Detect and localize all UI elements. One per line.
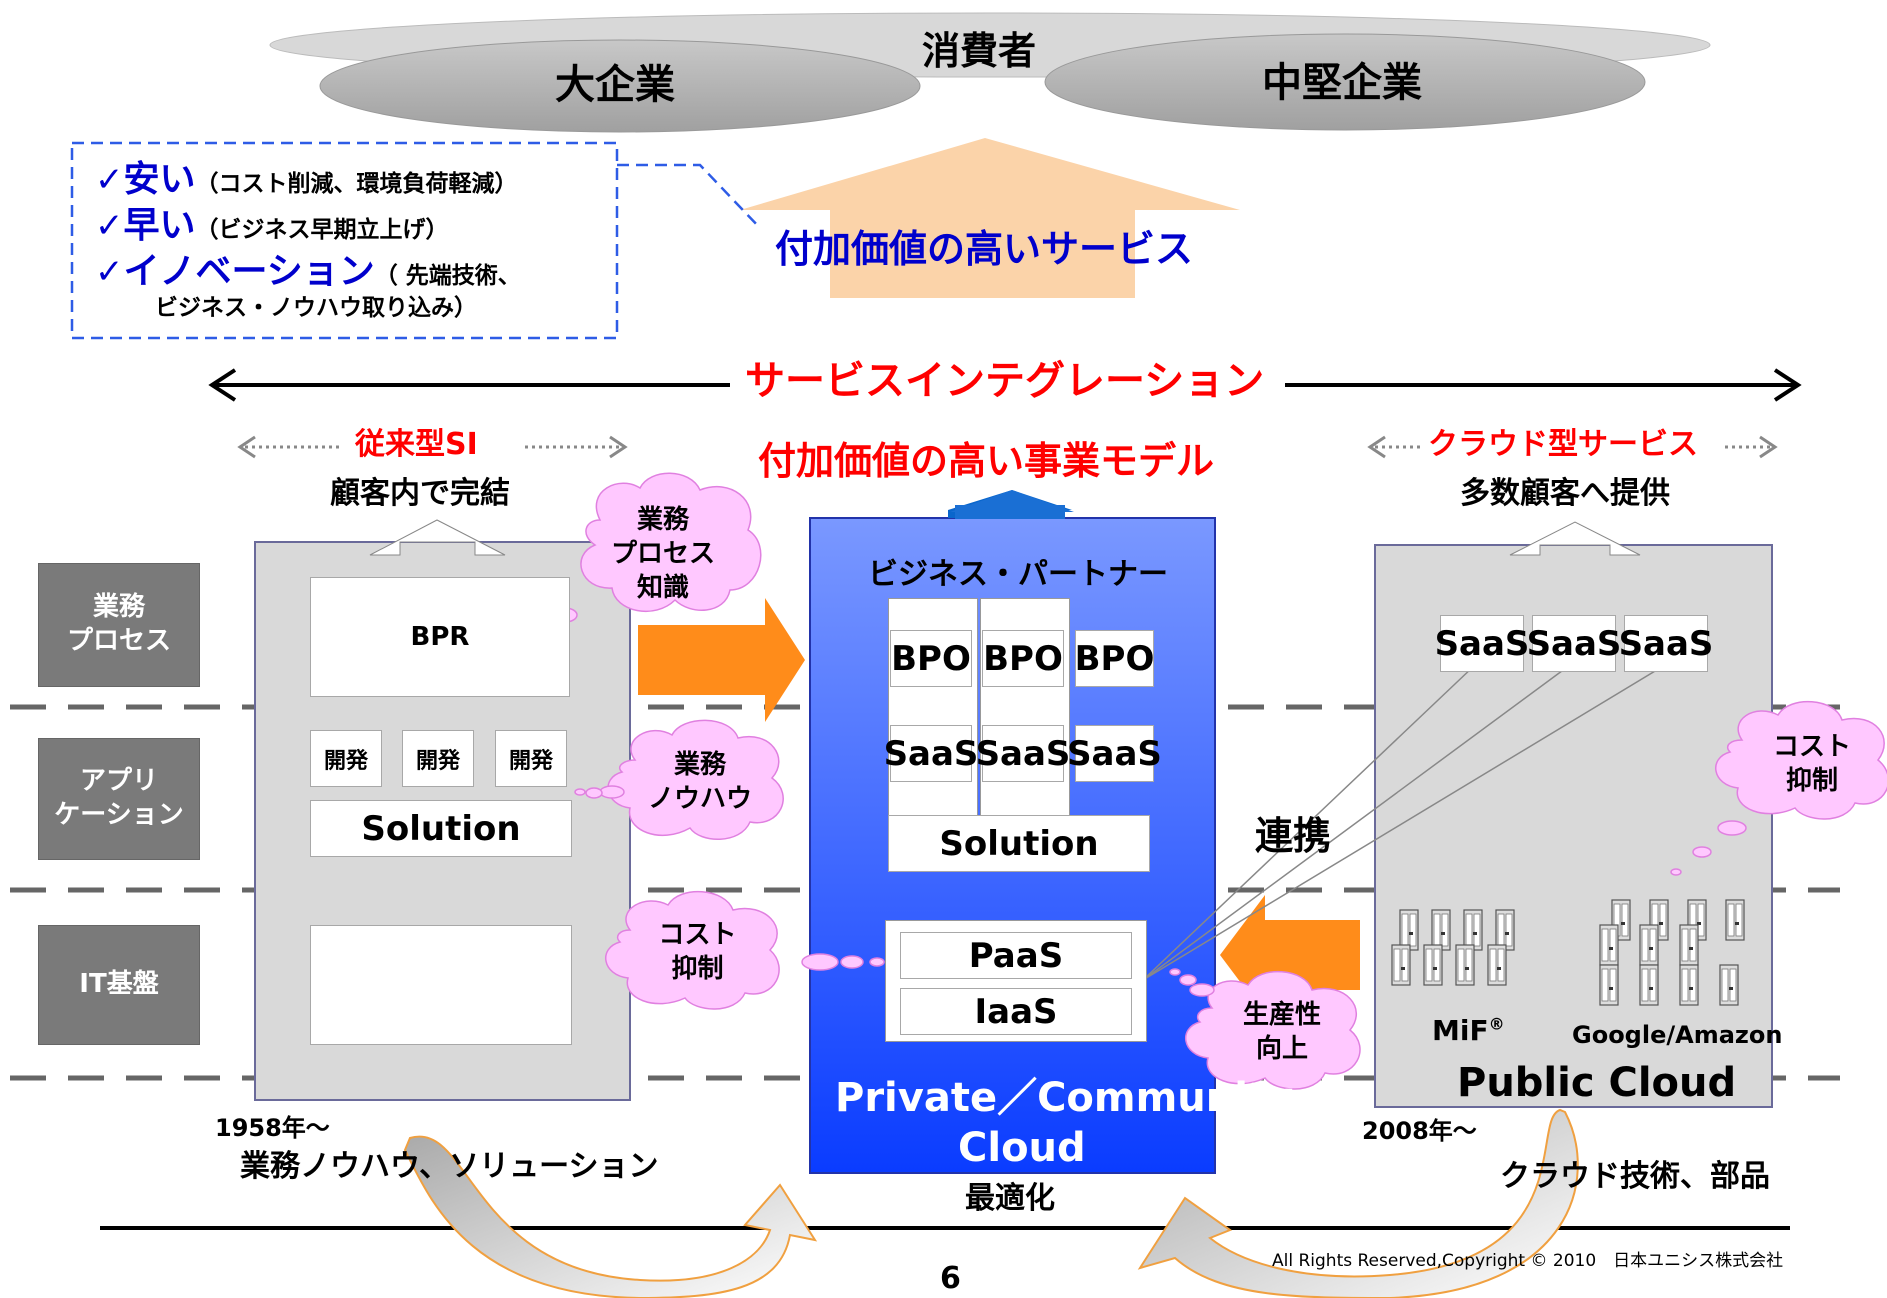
value-up-arrow <box>740 138 1240 298</box>
right-sub: 多数顧客へ提供 <box>1460 476 1670 511</box>
bubble-knowhow-text: 業務 ノウハウ <box>647 749 752 814</box>
center-bottom: 最適化 <box>965 1181 1055 1216</box>
center-title-2: Cloud <box>958 1125 1086 1171</box>
benefit-row: ✓ イノベーション （ 先端技術、 <box>95 242 521 292</box>
benefit-row: ✓ 早い （ビジネス早期立上げ） <box>95 196 521 246</box>
benefit-row: ✓ 安い （コスト削減、環境負荷軽減） <box>95 150 521 200</box>
center-title-1: Private／Community <box>835 1075 1294 1121</box>
bpr-box: BPR <box>310 577 570 697</box>
mid-enterprise-ellipse <box>1044 33 1646 131</box>
public-cloud-label: Public Cloud <box>1457 1060 1737 1106</box>
left-sub: 顧客内で完結 <box>330 476 510 511</box>
benefit-detail: （ 先端技術、 <box>374 263 521 289</box>
page-number: 6 <box>940 1261 961 1296</box>
partner-label: ビジネス・パートナー <box>868 557 1168 592</box>
dev-box: 開発 <box>402 730 474 787</box>
service-integration-label: サービスインテグレーション <box>745 358 1265 404</box>
benefit-row: ビジネス・ノウハウ取り込み） <box>95 288 521 328</box>
layer-tab-it-infra: IT基盤 <box>38 925 200 1045</box>
google-label: Google/Amazon <box>1572 1021 1783 1049</box>
benefit-keyword: 安い <box>123 159 196 200</box>
value-service-label: 付加価値の高いサービス <box>775 227 1194 271</box>
bubble-cost-right-cloud <box>1714 701 1887 820</box>
iaas-box: IaaS <box>900 988 1132 1035</box>
curve-arrow-left <box>403 1135 818 1298</box>
check-icon: ✓ <box>95 206 124 246</box>
bpo-box: BPO <box>982 630 1064 687</box>
center-solution-box: Solution <box>888 815 1150 872</box>
benefit-detail: ビジネス・ノウハウ取り込み） <box>155 295 477 321</box>
right-header: クラウド型サービス <box>1428 427 1698 462</box>
left-bottom: 業務ノウハウ、ソリューション <box>240 1149 659 1184</box>
benefit-keyword: 早い <box>123 205 196 246</box>
left-year: 1958年～ <box>215 1114 330 1142</box>
layer-tab-business-process: 業務 プロセス <box>38 563 200 687</box>
layer-tab-application: アプリ ケーション <box>38 738 200 860</box>
large-enterprise-label: 大企業 <box>555 62 675 108</box>
bubble-productivity-text: 生産性 向上 <box>1242 999 1321 1064</box>
saas-box: SaaS <box>1067 725 1162 782</box>
bubble-cost-left-cloud <box>604 891 780 1010</box>
saas-box: SaaS <box>884 725 978 782</box>
dev-box: 開発 <box>495 730 567 787</box>
right-year: 2008年～ <box>1362 1117 1477 1145</box>
benefits-list: ✓ 安い （コスト削減、環境負荷軽減） ✓ 早い （ビジネス早期立上げ） ✓ イ… <box>95 150 521 328</box>
mid-enterprise-label: 中堅企業 <box>1262 60 1422 106</box>
dev-box: 開発 <box>310 730 382 787</box>
right-bottom: クラウド技術、部品 <box>1500 1159 1770 1194</box>
bubble-process-cloud <box>580 472 762 613</box>
saas-box: SaaS <box>976 725 1070 782</box>
left-header: 従来型SI <box>355 427 478 462</box>
curve-arrow-right <box>1137 1108 1579 1298</box>
center-header: 付加価値の高い事業モデル <box>758 439 1215 483</box>
bubble-productivity-cloud <box>1184 971 1361 1090</box>
mif-label: MiF® <box>1432 1014 1505 1047</box>
right-saas-box: SaaS <box>1527 615 1621 672</box>
left-infra-box <box>310 925 572 1045</box>
consumer-label: 消費者 <box>922 29 1037 73</box>
benefit-keyword: イノベーション <box>123 251 375 292</box>
paas-box: PaaS <box>900 932 1132 979</box>
benefits-box <box>70 141 619 340</box>
registered-mark: ® <box>1488 1014 1505 1034</box>
right-saas-box: SaaS <box>1435 615 1529 672</box>
bubble-process-text: 業務 プロセス 知識 <box>610 505 715 603</box>
left-solution-box: Solution <box>310 800 572 857</box>
check-icon: ✓ <box>95 160 124 200</box>
renkei-label: 連携 <box>1255 814 1332 858</box>
bubble-cost-right-text: コスト 抑制 <box>1772 731 1851 796</box>
benefit-detail: （ビジネス早期立上げ） <box>195 217 449 243</box>
bpo-box: BPO <box>1075 630 1154 687</box>
orange-arrow-left <box>638 598 805 722</box>
bpo-box: BPO <box>890 630 972 687</box>
bubble-cost-left-text: コスト 抑制 <box>658 919 737 984</box>
benefit-detail: （コスト削減、環境負荷軽減） <box>195 171 518 197</box>
large-enterprise-ellipse <box>319 39 921 133</box>
right-saas-box: SaaS <box>1619 615 1713 672</box>
check-icon: ✓ <box>95 252 124 292</box>
copyright: All Rights Reserved,Copyright © 2010 日本ユ… <box>1272 1251 1784 1271</box>
